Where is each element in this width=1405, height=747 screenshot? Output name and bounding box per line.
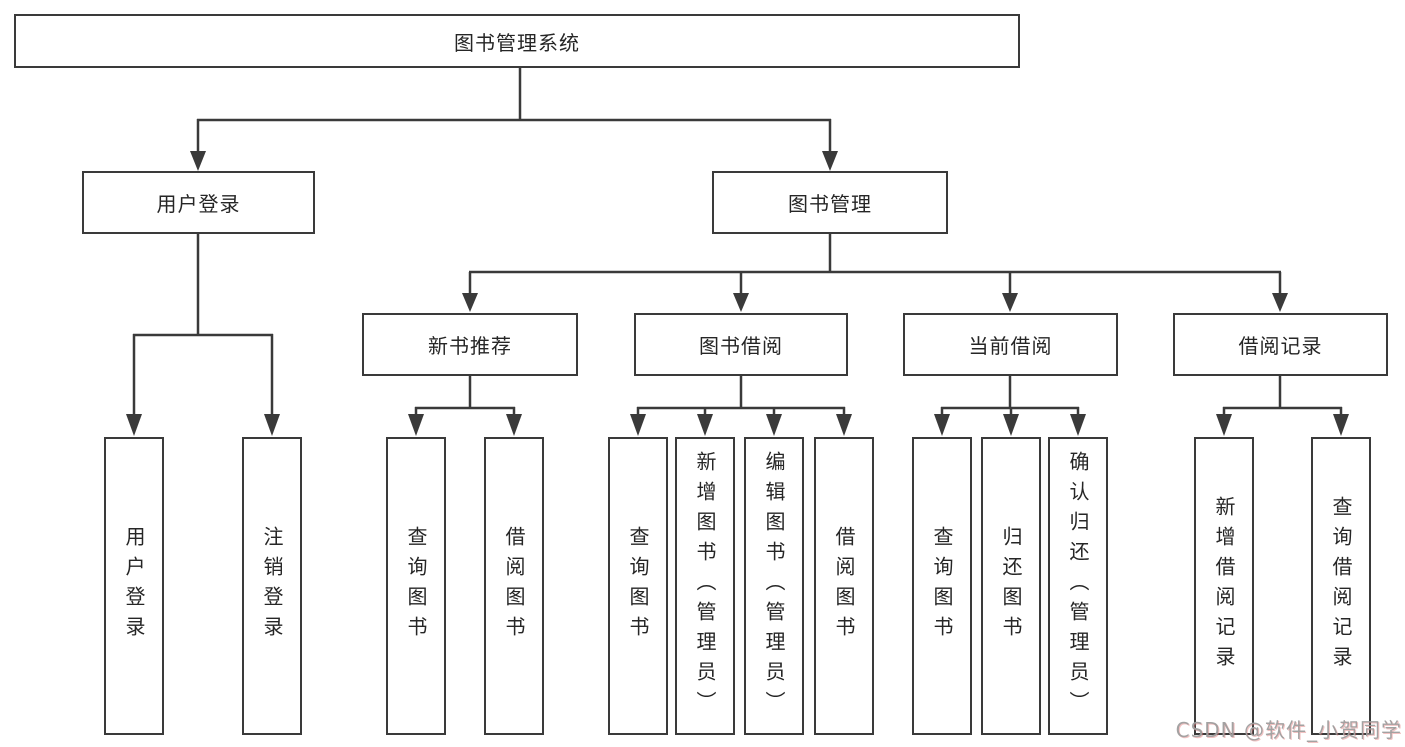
leaf-user-login: 用户登录 [104,437,164,735]
node-new-book-recommend: 新书推荐 [362,313,578,376]
leaf-logout: 注销登录 [242,437,302,735]
leaf-query-books-borrow: 查询图书 [608,437,668,735]
leaf-return-book: 归还图书 [981,437,1041,735]
csdn-watermark: CSDN @软件_小贺同学 [1175,718,1402,742]
leaf-query-borrow-record: 查询借阅记录 [1311,437,1371,735]
leaf-edit-book-admin: 编辑图书（管理员） [744,437,804,735]
leaf-add-book-admin: 新增图书（管理员） [675,437,735,735]
leaf-add-borrow-record: 新增借阅记录 [1194,437,1254,735]
node-current-borrowing: 当前借阅 [903,313,1118,376]
node-user-login: 用户登录 [82,171,315,234]
leaf-query-books-recommend: 查询图书 [386,437,446,735]
node-borrow-records: 借阅记录 [1173,313,1388,376]
leaf-borrow-books-recommend: 借阅图书 [484,437,544,735]
node-book-management: 图书管理 [712,171,948,234]
leaf-confirm-return-admin: 确认归还（管理员） [1048,437,1108,735]
leaf-query-books-current: 查询图书 [912,437,972,735]
leaf-borrow-books: 借阅图书 [814,437,874,735]
node-root-library-system: 图书管理系统 [14,14,1020,68]
node-book-borrowing: 图书借阅 [634,313,848,376]
